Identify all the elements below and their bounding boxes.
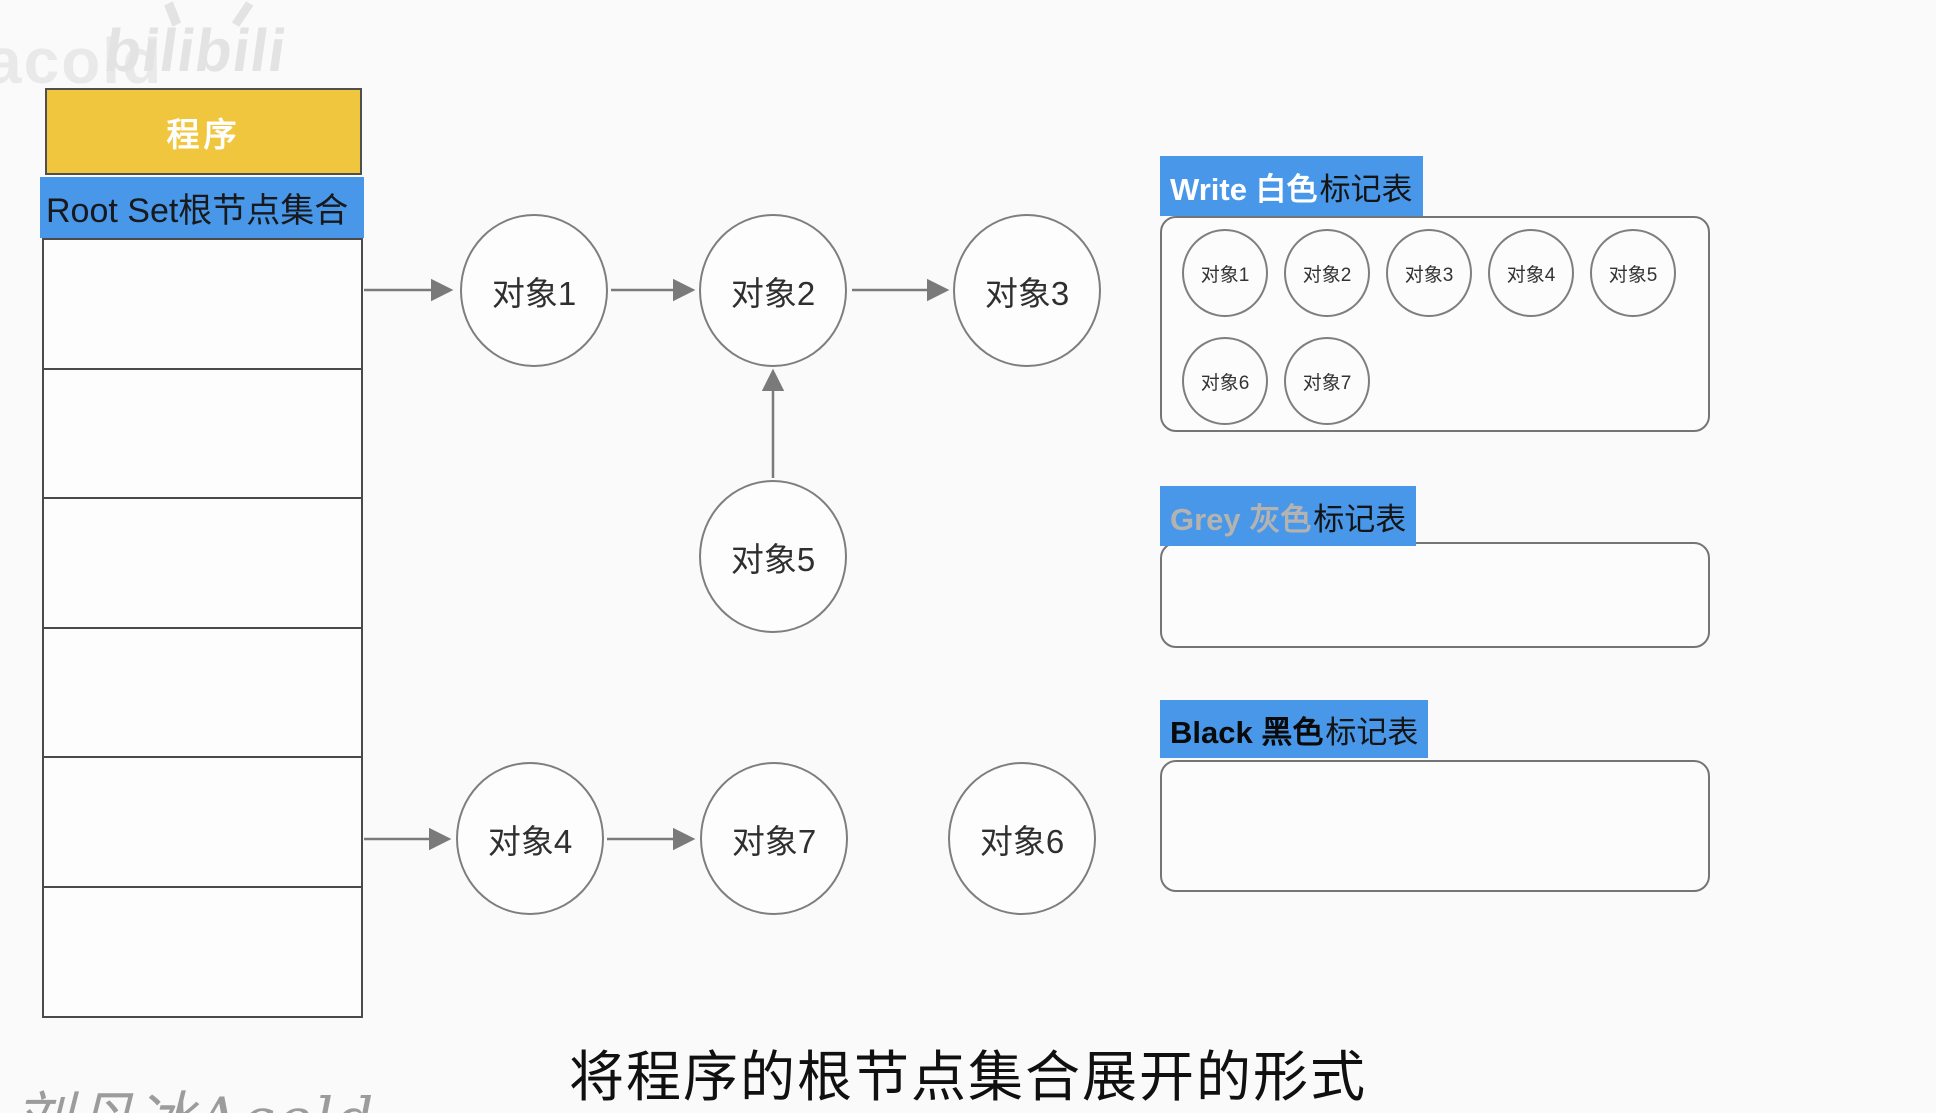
node-obj6: 对象6	[948, 762, 1096, 915]
node-obj4: 对象4	[456, 762, 604, 915]
node-obj2: 对象2	[699, 214, 847, 367]
table-row	[44, 240, 361, 370]
white-table-obj3: 对象3	[1386, 229, 1472, 317]
root-set-table	[42, 238, 363, 1018]
node-obj5: 对象5	[699, 480, 847, 633]
black-table-label: Black 黑色 标记表	[1160, 700, 1429, 758]
node-obj3: 对象3	[953, 214, 1101, 367]
watermark-author: 刘丹冰Aceld	[14, 1072, 376, 1113]
grey-table-label: Grey 灰色 标记表	[1160, 486, 1417, 546]
watermark-acold: acold	[0, 25, 164, 97]
root-set-label: Root Set根节点集合	[40, 177, 364, 238]
caption: 将程序的根节点集合展开的形式	[568, 1046, 1368, 1108]
black-table-box	[1160, 760, 1710, 892]
table-row	[44, 888, 361, 1018]
white-table-obj6: 对象6	[1182, 337, 1268, 425]
white-table-obj5: 对象5	[1590, 229, 1676, 317]
table-row	[44, 629, 361, 758]
bilibili-logo-text: bilibili	[100, 17, 292, 84]
grey-table-label-rest: 标记表	[1313, 501, 1407, 537]
white-table-label-rest: 标记表	[1319, 171, 1413, 207]
black-table-label-rest: 标记表	[1325, 714, 1419, 750]
white-table-label: Write 白色 标记表	[1160, 156, 1423, 216]
table-row	[44, 758, 361, 888]
grey-table-label-strong: Grey 灰色	[1170, 501, 1312, 537]
black-table-label-strong: Black 黑色	[1170, 714, 1324, 750]
node-obj1: 对象1	[460, 214, 608, 367]
bilibili-logo: bilibili	[100, 1, 292, 85]
program-header: 程序	[45, 88, 362, 175]
node-obj7: 对象7	[700, 762, 848, 915]
white-table-obj4: 对象4	[1488, 229, 1574, 317]
table-row	[44, 499, 361, 629]
grey-table-box	[1160, 542, 1710, 648]
white-table-obj7: 对象7	[1284, 337, 1370, 425]
white-table-obj2: 对象2	[1284, 229, 1370, 317]
table-row	[44, 370, 361, 499]
white-table-obj1: 对象1	[1182, 229, 1268, 317]
white-table-label-strong: Write 白色	[1170, 171, 1318, 207]
